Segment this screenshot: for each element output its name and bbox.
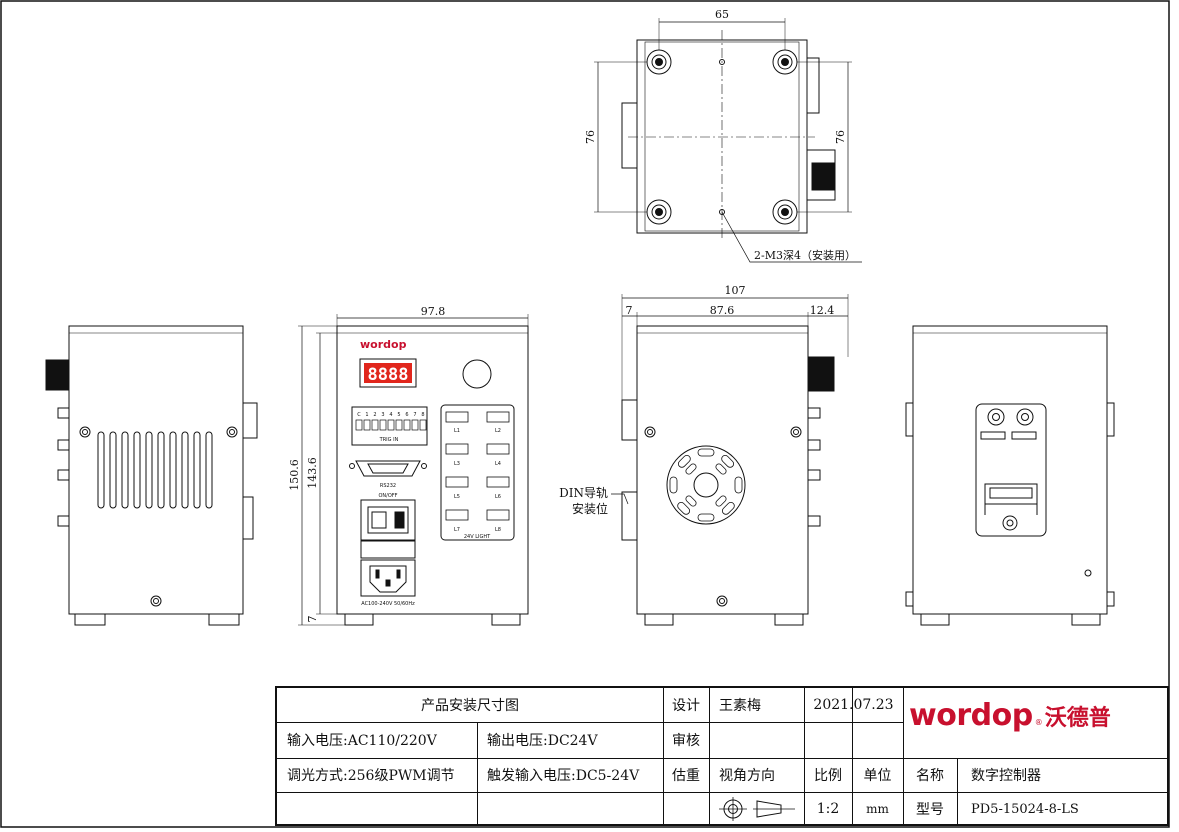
trig-numbers: C 1 2 3 4 5 6 7 8	[357, 412, 424, 418]
dim-side-right: 12.4	[810, 304, 835, 317]
side-view	[611, 294, 849, 626]
channel-label: L7	[454, 527, 460, 533]
projection-symbol	[709, 792, 804, 826]
back-view	[905, 325, 1115, 626]
din-clip	[975, 403, 1047, 537]
trig-number: 1	[365, 412, 368, 418]
dim-side-left: 7	[626, 304, 633, 317]
brand-registered: ®	[1034, 718, 1043, 727]
panel-display: 8888	[368, 365, 409, 385]
product-name: 数字控制器	[971, 768, 1041, 784]
channel-label: L5	[454, 494, 460, 500]
rs232-label: RS232	[380, 483, 396, 489]
trig-number: 6	[405, 412, 408, 418]
channel-label: L4	[495, 461, 501, 467]
trig-label: TRIG IN	[379, 437, 399, 443]
trig-number: 3	[381, 412, 384, 418]
drawing-title: 产品安装尺寸图	[421, 698, 519, 714]
channel-label: L8	[495, 527, 501, 533]
panel-logo: wordop	[360, 338, 407, 351]
left-side-view	[45, 325, 258, 626]
dim-foot-height: 7	[306, 616, 319, 623]
ac-label: AC100-240V 50/60Hz	[361, 601, 415, 607]
dim-side-mid: 87.6	[710, 304, 735, 317]
output-voltage: 输出电压:DC24V	[487, 733, 598, 749]
dim-front-height-outer: 150.6	[288, 459, 301, 491]
input-voltage: 输入电压:AC110/220V	[287, 733, 437, 749]
din-label-line1: DIN导轨	[559, 486, 608, 500]
design-date: 2021.07.23	[813, 697, 894, 713]
vent-slots	[97, 431, 213, 509]
projection-icon	[718, 797, 795, 821]
name-label: 名称	[916, 768, 944, 784]
trig-number: 2	[373, 412, 376, 418]
top-view	[594, 18, 862, 263]
unit-label: 单位	[863, 768, 892, 784]
trigger-voltage: 触发输入电压:DC5-24V	[487, 768, 640, 784]
trig-number: 7	[413, 412, 416, 418]
din-label-line2: 安装位	[572, 501, 608, 516]
onoff-label: ON/OFF	[378, 493, 397, 499]
front-view	[298, 314, 529, 626]
title-block: 产品安装尺寸图 输入电压:AC110/220V 输出电压:DC24V 调光方式:…	[275, 686, 1169, 826]
dim-side-total: 107	[725, 284, 746, 297]
light-label: 24V LIGHT	[464, 534, 491, 540]
trig-number: 8	[421, 412, 424, 418]
dim-top-height-left: 76	[584, 130, 597, 144]
weight-label: 估重	[672, 768, 700, 784]
channel-label: L1	[454, 428, 460, 434]
designer-name: 王素梅	[719, 698, 761, 714]
design-label: 设计	[672, 698, 700, 714]
unit-value: mm	[866, 802, 889, 816]
dim-top-width: 65	[715, 8, 729, 21]
model-value: PD5-15024-8-LS	[971, 801, 1079, 817]
scale-value: 1:2	[816, 801, 840, 817]
scale-label: 比例	[814, 768, 842, 784]
review-label: 审核	[672, 733, 700, 749]
view-label: 视角方向	[719, 768, 775, 784]
channel-label: L6	[495, 494, 501, 500]
dim-front-height-inner: 143.6	[306, 457, 319, 489]
brand-latin: wordop	[909, 698, 1033, 733]
fan-grille	[669, 448, 743, 522]
dimming-mode: 调光方式:256级PWM调节	[287, 768, 455, 784]
screw-note: 2-M3深4（安装用）	[754, 248, 856, 262]
channel-label: L2	[495, 428, 501, 434]
dim-front-width: 97.8	[421, 305, 446, 318]
dim-top-height-right: 76	[834, 130, 847, 144]
brand-logo: wordop ® 沃德普	[909, 698, 1111, 733]
trig-number: 5	[397, 412, 400, 418]
trig-number: C	[357, 412, 361, 418]
channel-label: L3	[454, 461, 460, 467]
model-label: 型号	[916, 802, 944, 818]
trig-number: 4	[389, 412, 392, 418]
brand-chinese: 沃德普	[1044, 706, 1111, 731]
